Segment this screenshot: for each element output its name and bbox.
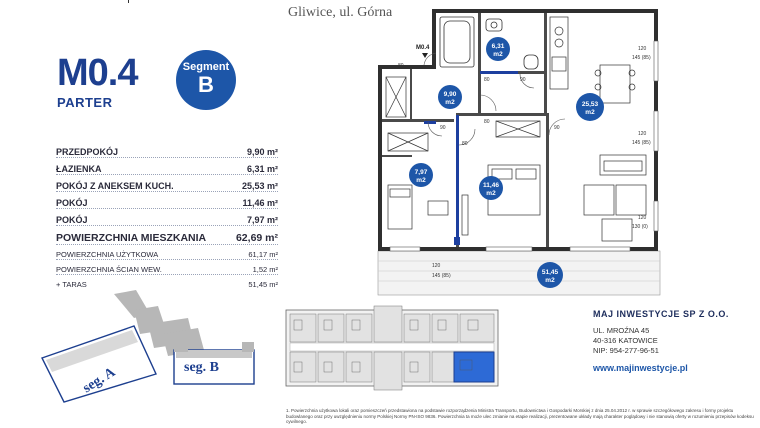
company-street: UL. MROŹNA 45: [593, 326, 650, 335]
dim-label: 90: [554, 125, 560, 131]
room-area-unit: m2: [493, 51, 503, 58]
extra-value: 51,45 m²: [248, 280, 278, 289]
room-area-unit: m2: [416, 177, 426, 184]
dim-label: 80: [484, 119, 490, 125]
room-area-value: 9,90: [444, 91, 457, 98]
dim-label: 120: [638, 131, 647, 137]
total-name: POWIERZCHNIA MIESZKANIA: [56, 232, 207, 244]
floor-plan: M0.4 6,31 m2 9,90 m2 25,53 m2 7,97 m2 11…: [377, 9, 661, 296]
dim-label: 120: [432, 263, 441, 269]
company-website-link[interactable]: www.majinwestycje.pl: [593, 363, 688, 373]
unit-furniture: [293, 319, 479, 373]
windows: [389, 40, 659, 252]
dim-label: 145 (85): [432, 273, 451, 279]
dim-label: 90: [520, 77, 526, 83]
extra-row: POWIERZCHNIA ŚCIAN WEW. 1,52 m²: [56, 260, 278, 275]
dim-label: 120: [638, 46, 647, 52]
site-plan: [41, 290, 255, 403]
segment-word: Segment: [182, 61, 230, 73]
room-area-unit: m2: [486, 190, 496, 197]
room-area-circle: [537, 262, 563, 288]
company-city: 40-316 KATOWICE: [593, 336, 658, 345]
building-corridor: [289, 342, 495, 352]
area-name: POKÓJ: [56, 198, 88, 208]
room-area-circle: [438, 85, 462, 109]
dim-label: 145 (85): [632, 140, 651, 146]
segment-letter: B: [198, 72, 214, 97]
dimension-labels: 120 145 (85) 120 145 (85) 120 130 (0) 80…: [398, 46, 651, 279]
room-area-value: 7,97: [415, 169, 428, 176]
total-row: POWIERZCHNIA MIESZKANIA 62,69 m²: [56, 226, 278, 245]
highlight-walls: [424, 71, 518, 245]
area-value: 6,31 m²: [246, 164, 278, 174]
area-name: ŁAZIENKA: [56, 164, 102, 174]
dim-label: 80: [484, 77, 490, 83]
dim-label: 80: [398, 63, 404, 69]
area-value: 11,46 m²: [242, 198, 278, 208]
room-area-value: 11,46: [483, 182, 499, 189]
total-value: 62,69 m²: [235, 232, 278, 244]
area-row: PRZEDPOKÓJ 9,90 m²: [56, 141, 278, 158]
area-table: PRZEDPOKÓJ 9,90 m² ŁAZIENKA 6,31 m² POKÓJ …: [56, 141, 278, 289]
room-area-value: 6,31: [492, 43, 505, 50]
segment-a-building: [41, 325, 157, 403]
doors: [423, 52, 566, 146]
room-area-circle: [576, 93, 604, 121]
top-rule: [128, 0, 129, 3]
area-value: 25,53 m²: [241, 181, 278, 191]
address: Gliwice, ul. Górna: [288, 5, 393, 20]
area-row: POKÓJ 11,46 m²: [56, 192, 278, 209]
room-area-unit: m2: [545, 277, 555, 284]
kitchen-fixtures: [549, 16, 636, 104]
dim-label: 90: [440, 125, 446, 131]
extra-name: POWIERZCHNIA UŻYTKOWA: [56, 250, 159, 259]
highlighted-unit: [453, 351, 495, 383]
terrace-boards: [378, 260, 660, 282]
dim-label: 145 (85): [632, 55, 651, 61]
extra-value: 1,52 m²: [252, 265, 278, 274]
dim-label: 130 (0): [632, 224, 648, 230]
room-area-value: 51,45: [542, 269, 559, 276]
segment-b-label: seg. B: [184, 360, 219, 375]
area-name: PRZEDPOKÓJ: [56, 147, 119, 157]
room-area-value: 25,53: [582, 101, 599, 108]
building-layout: [285, 305, 499, 391]
company-name: MAJ INWESTYCJE SP Z O.O.: [593, 309, 729, 319]
wardrobes: [385, 76, 541, 152]
building-units: [289, 305, 495, 391]
segment-b-building: [173, 342, 255, 385]
room-area-unit: m2: [445, 99, 455, 106]
terrace-area: [377, 250, 661, 296]
area-row: POKÓJ Z ANEKSEM KUCH. 25,53 m²: [56, 175, 278, 192]
bathroom-fixtures: [439, 16, 539, 70]
dim-label: 80: [462, 141, 468, 147]
area-value: 9,90 m²: [246, 147, 278, 157]
inner-walls: [382, 13, 549, 247]
entrance-arrow: [422, 53, 428, 58]
segment-badge: Segment B: [176, 50, 236, 110]
extra-value: 61,17 m²: [248, 250, 278, 259]
footnote: 1. Powierzchnia użytkowa lokali oraz pom…: [286, 408, 754, 424]
room-area-unit: m2: [585, 109, 595, 116]
company-nip: NIP: 954-277-96-51: [593, 346, 659, 355]
room-area-badges: 6,31 m2 9,90 m2 25,53 m2 7,97 m2 11,46 m…: [409, 37, 604, 288]
area-row: ŁAZIENKA 6,31 m²: [56, 158, 278, 175]
living-furniture: [583, 154, 647, 242]
room-area-circle: [479, 176, 503, 200]
plan-tag: M0.4: [416, 45, 430, 51]
room-area-circle: [409, 163, 433, 187]
extra-row: POWIERZCHNIA UŻYTKOWA 61,17 m²: [56, 245, 278, 260]
area-name: POKÓJ Z ANEKSEM KUCH.: [56, 181, 174, 191]
unit-code: M0.4: [57, 52, 138, 94]
dim-label: 120: [638, 215, 647, 221]
area-row: POKÓJ 7,97 m²: [56, 209, 278, 226]
room-area-circle: [486, 37, 510, 61]
area-name: POKÓJ: [56, 215, 88, 225]
extra-name: + TARAS: [56, 280, 87, 289]
extra-row: + TARAS 51,45 m²: [56, 275, 278, 289]
area-value: 7,97 m²: [246, 215, 278, 225]
floor-label: PARTER: [57, 95, 113, 110]
extra-name: POWIERZCHNIA ŚCIAN WEW.: [56, 265, 162, 274]
